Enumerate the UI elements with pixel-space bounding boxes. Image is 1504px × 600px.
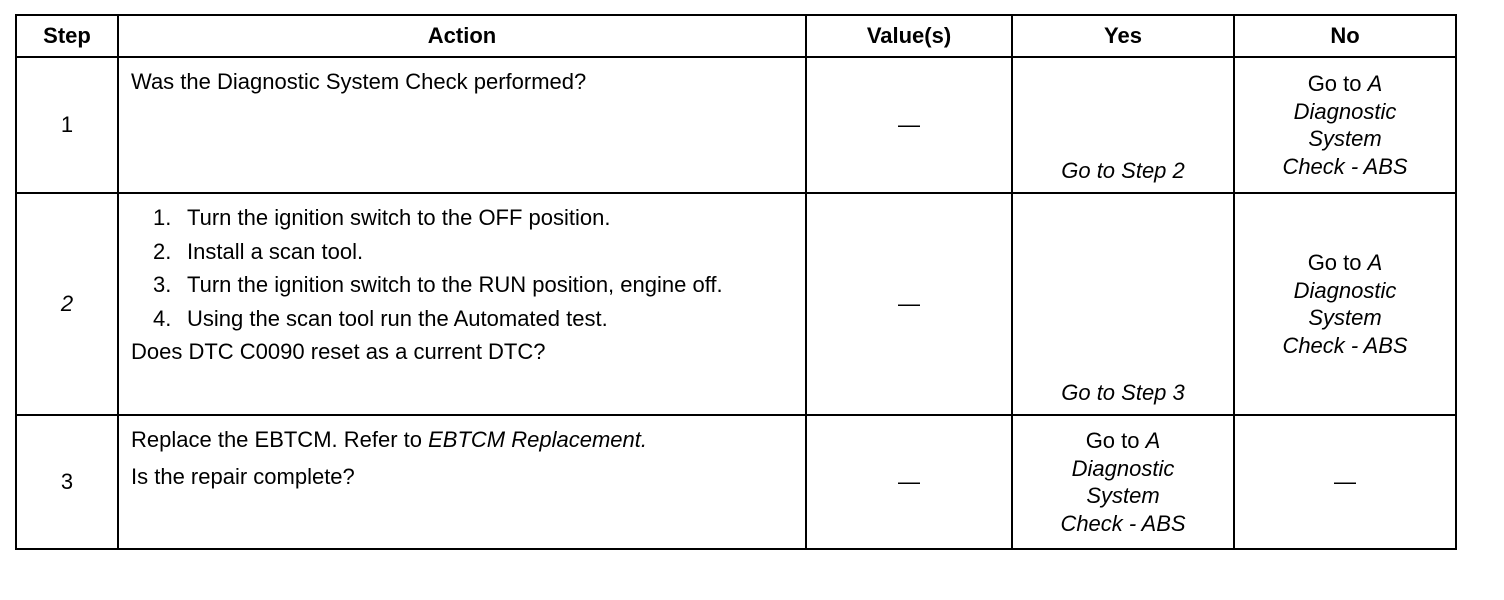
- list-item-text: Turn the ignition switch to the RUN posi…: [187, 272, 723, 297]
- yes-goto-link[interactable]: Go to A Diagnostic System Check - ABS: [1013, 427, 1233, 537]
- list-item: 4. Using the scan tool run the Automated …: [153, 305, 793, 333]
- goto-ref-line1: A: [1367, 71, 1383, 96]
- list-item-number: 2.: [153, 238, 172, 264]
- action-question: Does DTC C0090 reset as a current DTC?: [131, 339, 546, 364]
- goto-ref-line3: System: [1308, 305, 1382, 330]
- table-row: 1 Was the Diagnostic System Check perfor…: [15, 56, 1457, 194]
- action-question: Was the Diagnostic System Check performe…: [131, 69, 587, 94]
- yes-cell: Go to Step 2: [1011, 56, 1235, 194]
- goto-ref-line2: Diagnostic: [1293, 277, 1397, 303]
- yes-goto-link[interactable]: Go to Step 2: [1061, 157, 1185, 183]
- goto-ref-line3: System: [1086, 483, 1160, 508]
- action-question: Is the repair complete?: [131, 463, 355, 489]
- goto-prefix: Go to: [1307, 250, 1368, 275]
- no-goto-link[interactable]: Go to A Diagnostic System Check - ABS: [1235, 249, 1455, 359]
- step-number: 3: [15, 414, 119, 550]
- no-cell: Go to A Diagnostic System Check - ABS: [1233, 192, 1457, 416]
- list-item-text: Using the scan tool run the Automated te…: [187, 305, 608, 331]
- goto-ref-line4: Check - ABS: [1060, 510, 1186, 536]
- table-row: 3 Replace the EBTCM. Refer to EBTCM Repl…: [15, 414, 1457, 550]
- instruction-text: Replace the EBTCM. Refer to: [131, 427, 429, 452]
- goto-ref-line1: A: [1367, 250, 1383, 275]
- action-cell: Was the Diagnostic System Check performe…: [117, 56, 807, 194]
- goto-prefix: Go to: [1307, 71, 1368, 96]
- header-values: Value(s): [805, 14, 1013, 58]
- yes-goto-link[interactable]: Go to Step 3: [1061, 379, 1185, 405]
- no-goto-link[interactable]: Go to A Diagnostic System Check - ABS: [1235, 70, 1455, 180]
- list-item: 2. Install a scan tool.: [153, 238, 793, 266]
- no-cell: —: [1233, 414, 1457, 550]
- list-item-number: 1.: [153, 205, 172, 230]
- table-header-row: Step Action Value(s) Yes No: [15, 14, 1457, 58]
- goto-ref-line3: System: [1308, 126, 1382, 151]
- table-row: 2 1. Turn the ignition switch to the OFF …: [15, 192, 1457, 416]
- action-cell: Replace the EBTCM. Refer to EBTCM Replac…: [117, 414, 807, 550]
- action-steps-list: 1. Turn the ignition switch to the OFF po…: [131, 204, 793, 332]
- header-no: No: [1233, 14, 1457, 58]
- list-item-number: 4.: [153, 305, 172, 331]
- value-cell: —: [805, 414, 1013, 550]
- goto-ref-line4: Check - ABS: [1282, 332, 1408, 358]
- step-number: 2: [15, 192, 119, 416]
- goto-ref-line1: A: [1145, 428, 1161, 453]
- header-action: Action: [117, 14, 807, 58]
- no-cell: Go to A Diagnostic System Check - ABS: [1233, 56, 1457, 194]
- value-cell: —: [805, 192, 1013, 416]
- yes-cell: Go to A Diagnostic System Check - ABS: [1011, 414, 1235, 550]
- header-yes: Yes: [1011, 14, 1235, 58]
- list-item-text: Turn the ignition switch to the OFF posi…: [187, 205, 611, 230]
- step-number: 1: [15, 56, 119, 194]
- list-item-number: 3.: [153, 272, 172, 297]
- list-item-text: Install a scan tool.: [187, 238, 364, 264]
- goto-ref-line4: Check - ABS: [1282, 153, 1408, 179]
- header-step: Step: [15, 14, 119, 58]
- goto-ref-line2: Diagnostic: [1071, 455, 1175, 481]
- list-item: 3. Turn the ignition switch to the RUN po…: [153, 271, 793, 299]
- diagnostic-table: Step Action Value(s) Yes No 1 Was the Di…: [15, 14, 1457, 550]
- value-cell: —: [805, 56, 1013, 194]
- instruction-reference-link[interactable]: EBTCM Replacement.: [428, 427, 647, 452]
- goto-ref-line2: Diagnostic: [1293, 98, 1397, 124]
- action-instruction: Replace the EBTCM. Refer to EBTCM Replac…: [131, 426, 793, 455]
- list-item: 1. Turn the ignition switch to the OFF po…: [153, 204, 793, 232]
- yes-cell: Go to Step 3: [1011, 192, 1235, 416]
- goto-prefix: Go to: [1085, 428, 1146, 453]
- action-cell: 1. Turn the ignition switch to the OFF po…: [117, 192, 807, 416]
